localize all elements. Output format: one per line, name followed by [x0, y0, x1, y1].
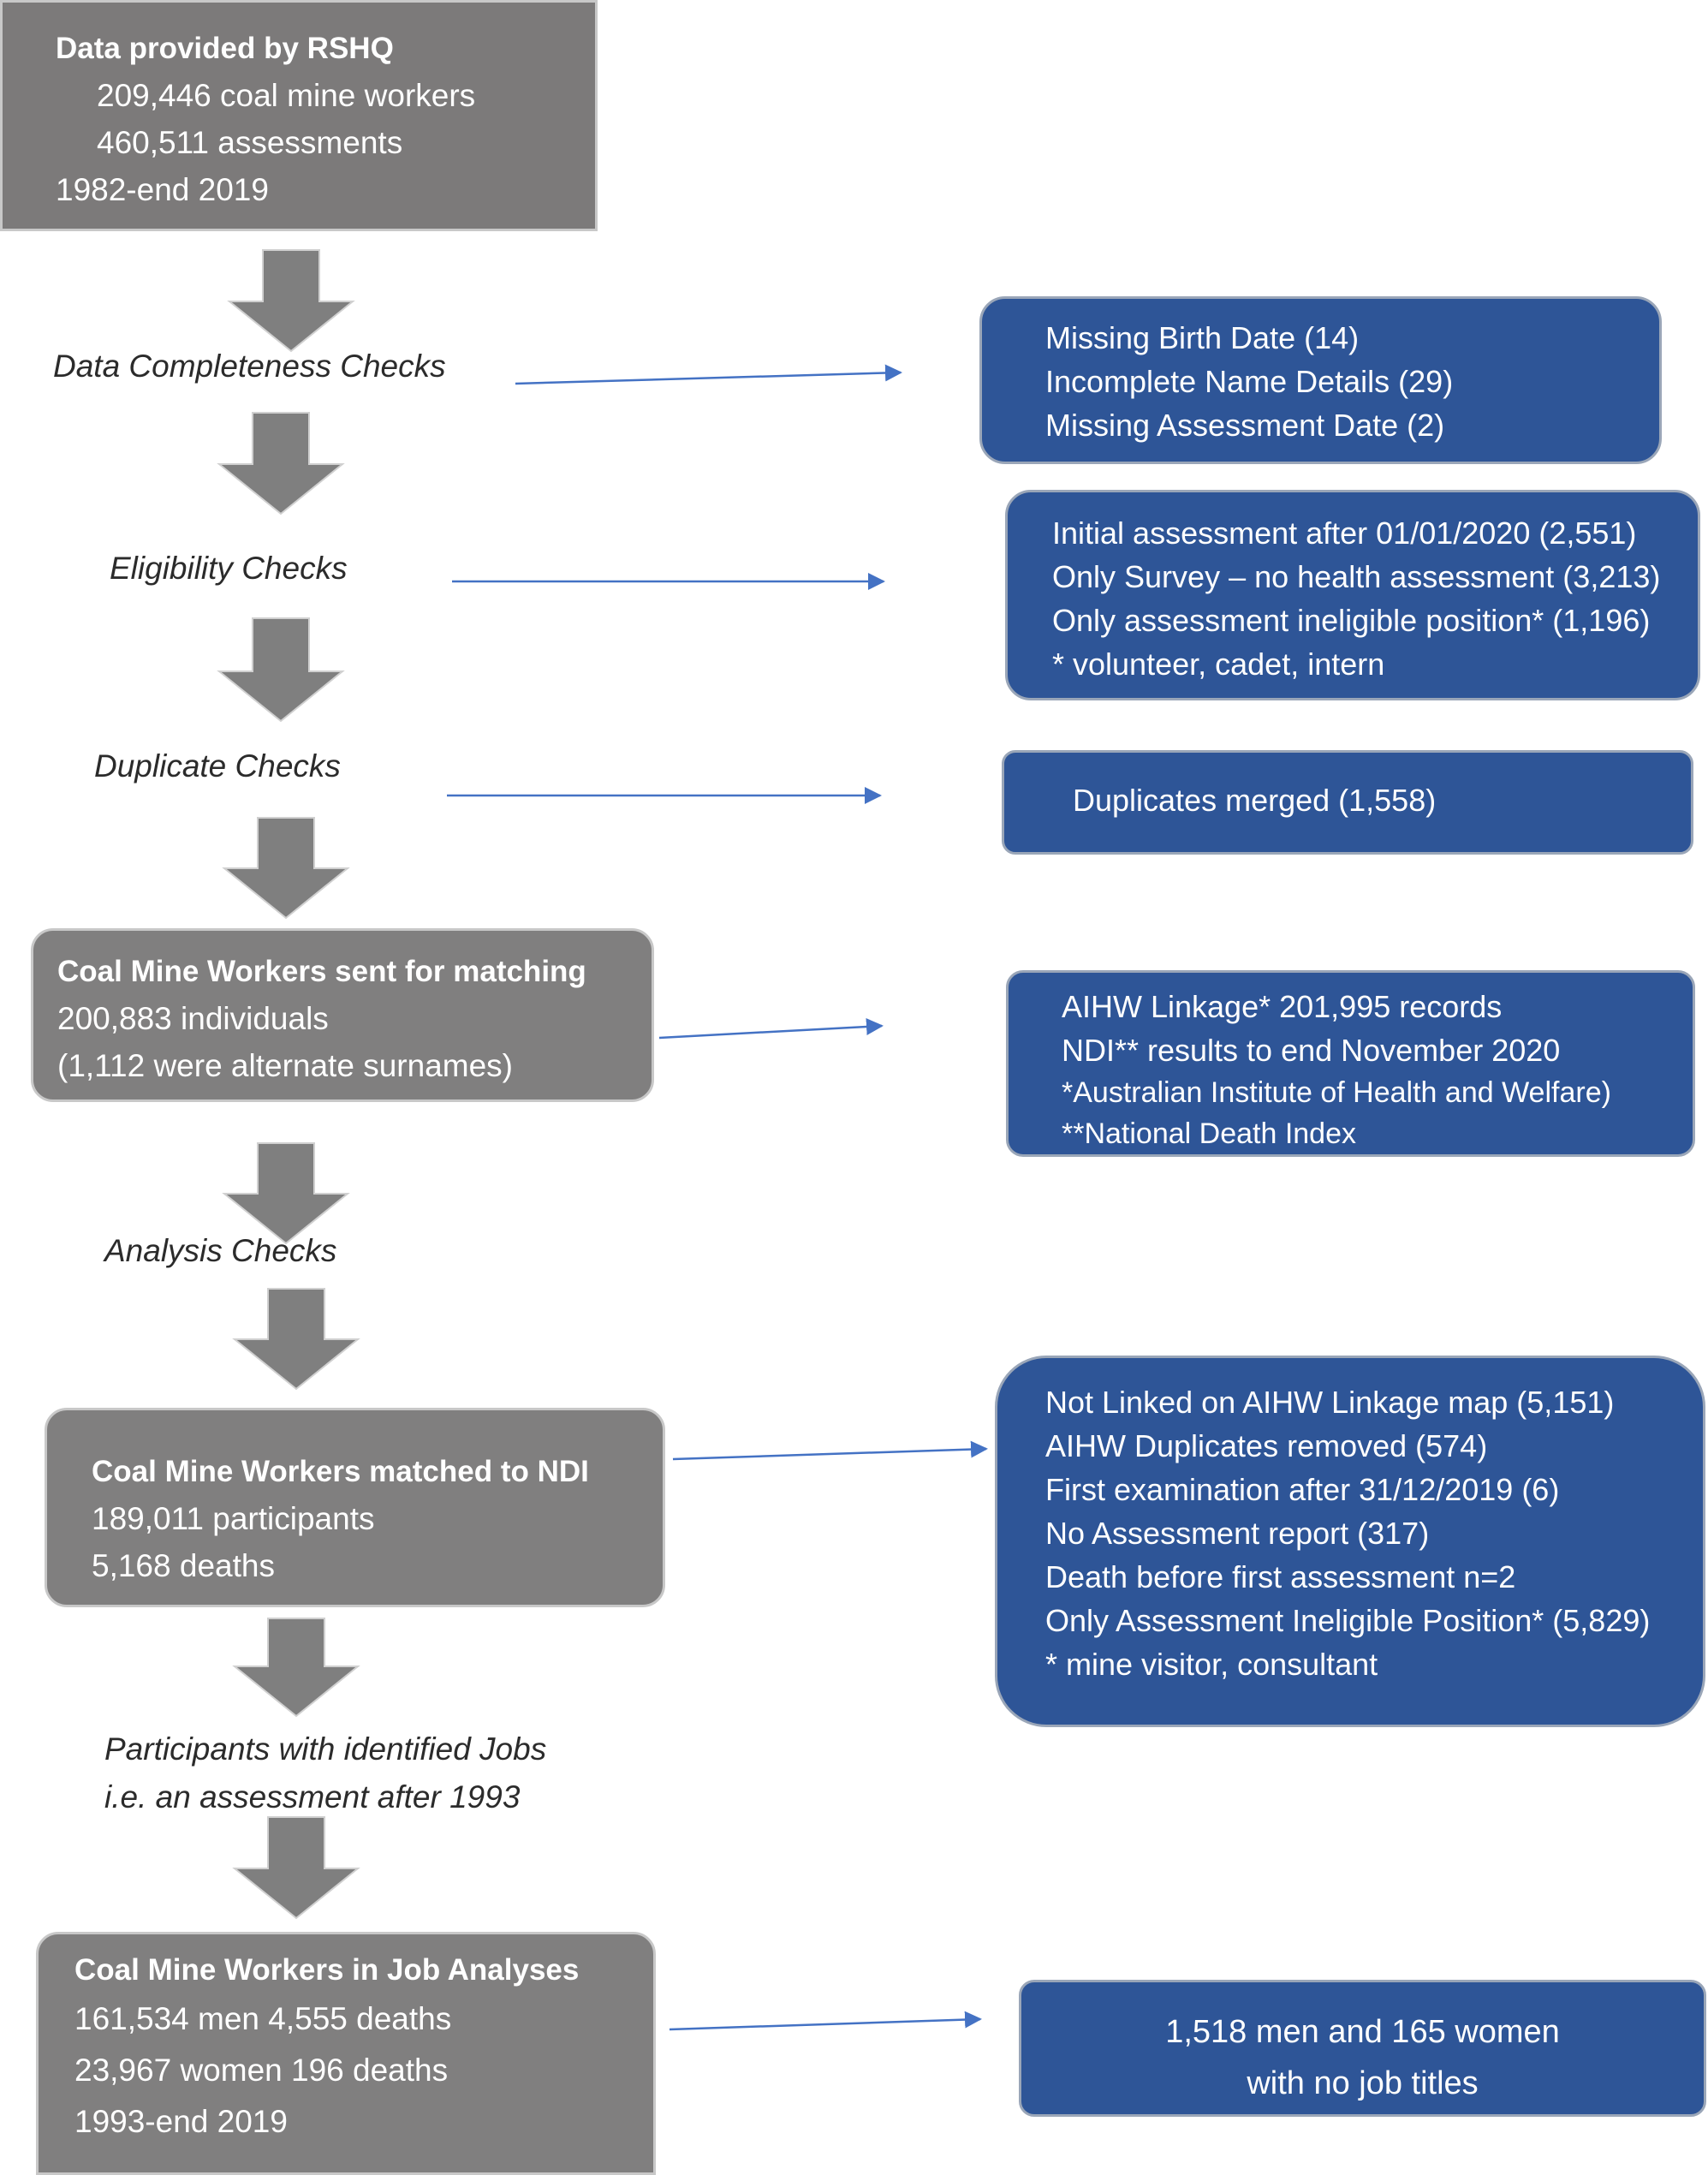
down-arrow-icon: [222, 817, 350, 920]
analysis-exclusions-box: Not Linked on AIHW Linkage map (5,151) A…: [995, 1356, 1705, 1727]
rshq-workers: 209,446 coal mine workers: [97, 78, 476, 113]
down-arrow-icon: [232, 1618, 360, 1718]
exclusion-item: Not Linked on AIHW Linkage map (5,151): [1045, 1385, 1615, 1420]
connector-job: [669, 2011, 982, 2031]
matched-deaths: 5,168 deaths: [92, 1548, 275, 1583]
linkage-ndi: NDI** results to end November 2020: [1062, 1033, 1561, 1068]
step-data-completeness: Data Completeness Checks: [53, 349, 446, 384]
no-titles-line2: with no job titles: [1247, 2065, 1479, 2101]
matched-participants: 189,011 participants: [92, 1501, 375, 1536]
down-arrow-icon: [222, 1142, 350, 1245]
job-women: 23,967 women 196 deaths: [74, 2053, 449, 2088]
step-eligibility: Eligibility Checks: [110, 551, 348, 586]
eligibility-exclusions-box: Initial assessment after 01/01/2020 (2,5…: [1005, 490, 1700, 700]
completeness-exclusions-box: Missing Birth Date (14) Incomplete Name …: [979, 296, 1662, 464]
linkage-note-ndi: **National Death Index: [1062, 1117, 1357, 1150]
job-analyses-box: Coal Mine Workers in Job Analyses 161,53…: [36, 1932, 656, 2175]
down-arrow-icon: [217, 412, 345, 515]
exclusion-item: Death before first assessment n=2: [1045, 1559, 1516, 1594]
exclusion-item: Initial assessment after 01/01/2020 (2,5…: [1052, 515, 1637, 551]
exclusion-item: Only assessment ineligible position* (1,…: [1052, 603, 1651, 638]
step-identified-jobs-note: i.e. an assessment after 1993: [104, 1779, 521, 1814]
exclusion-item: Incomplete Name Details (29): [1045, 364, 1454, 399]
connector-matching: [658, 1017, 884, 1040]
matching-title: Coal Mine Workers sent for matching: [57, 955, 586, 988]
rshq-assessments: 460,511 assessments: [97, 125, 403, 160]
down-arrow-icon: [227, 249, 355, 353]
matched-ndi-box: Coal Mine Workers matched to NDI 189,011…: [45, 1408, 665, 1607]
linkage-records: AIHW Linkage* 201,995 records: [1062, 989, 1503, 1024]
exclusion-item: AIHW Duplicates removed (574): [1045, 1428, 1488, 1463]
linkage-box: AIHW Linkage* 201,995 records NDI** resu…: [1006, 970, 1695, 1157]
step-analysis: Analysis Checks: [104, 1233, 337, 1268]
exclusion-item: No Assessment report (317): [1045, 1516, 1430, 1551]
job-title: Coal Mine Workers in Job Analyses: [74, 1953, 580, 1987]
exclusion-item: Only Survey – no health assessment (3,21…: [1052, 559, 1661, 594]
duplicates-merged: Duplicates merged (1,558): [1073, 783, 1437, 818]
down-arrow-icon: [232, 1816, 360, 1920]
connector-completeness: [515, 364, 902, 385]
job-period: 1993-end 2019: [74, 2104, 288, 2139]
exclusion-note: * volunteer, cadet, intern: [1052, 647, 1385, 682]
exclusion-item: Only Assessment Ineligible Position* (5,…: [1045, 1603, 1651, 1638]
connector-matched: [672, 1440, 988, 1461]
matched-title: Coal Mine Workers matched to NDI: [92, 1455, 589, 1488]
exclusion-item: First examination after 31/12/2019 (6): [1045, 1472, 1560, 1507]
duplicates-merged-box: Duplicates merged (1,558): [1002, 750, 1693, 855]
no-titles-line1: 1,518 men and 165 women: [1165, 2014, 1560, 2050]
job-men: 161,534 men 4,555 deaths: [74, 2001, 452, 2036]
rshq-period: 1982-end 2019: [56, 172, 269, 207]
matching-box: Coal Mine Workers sent for matching 200,…: [31, 928, 654, 1102]
matching-alternate-surnames: (1,112 were alternate surnames): [57, 1048, 513, 1083]
exclusion-note: * mine visitor, consultant: [1045, 1647, 1378, 1682]
side-connectors: [447, 364, 988, 2031]
down-arrow-icon: [217, 617, 345, 723]
linkage-note-aihw: *Australian Institute of Health and Welf…: [1062, 1076, 1611, 1109]
rshq-title: Data provided by RSHQ: [56, 32, 394, 65]
down-arrow-icon: [232, 1288, 360, 1391]
down-arrows: [217, 249, 360, 1920]
no-job-titles-box: 1,518 men and 165 women with no job titl…: [1019, 1980, 1706, 2117]
exclusion-item: Missing Birth Date (14): [1045, 320, 1360, 355]
step-duplicate: Duplicate Checks: [94, 748, 341, 784]
matching-individuals: 200,883 individuals: [57, 1001, 329, 1036]
step-identified-jobs: Participants with identified Jobs: [104, 1731, 547, 1767]
rshq-data-box: Data provided by RSHQ 209,446 coal mine …: [0, 0, 598, 231]
exclusion-item: Missing Assessment Date (2): [1045, 408, 1445, 443]
